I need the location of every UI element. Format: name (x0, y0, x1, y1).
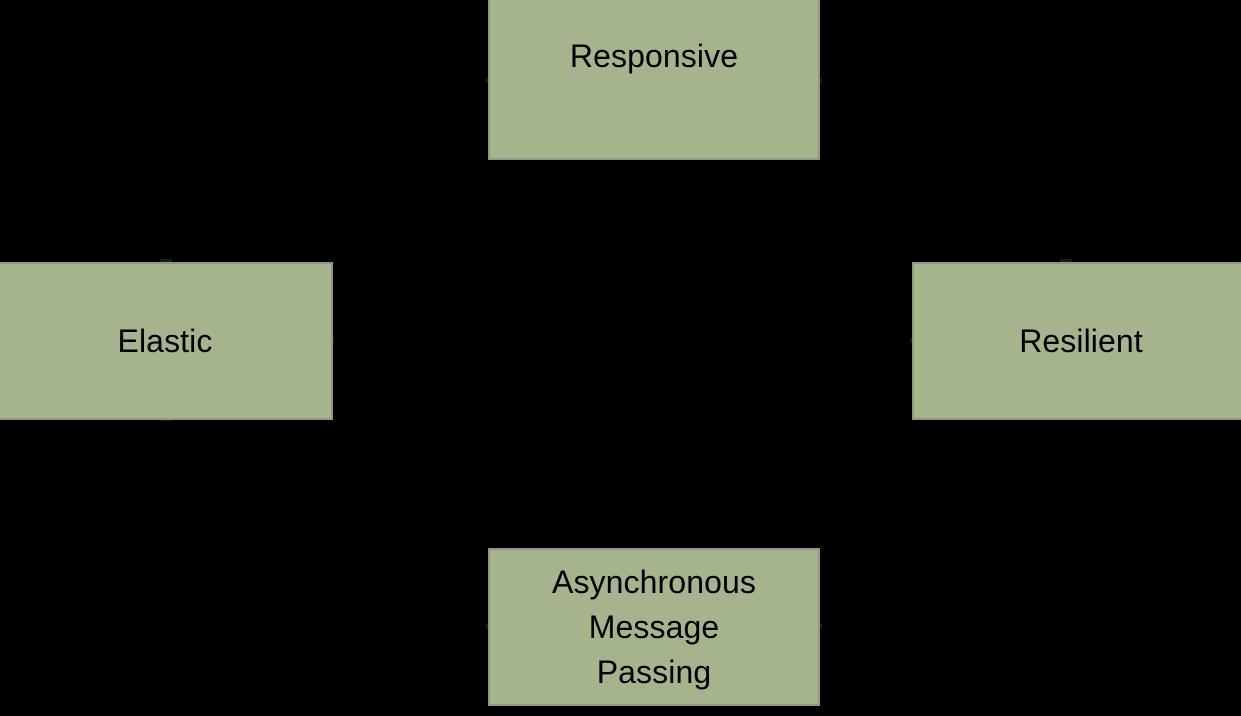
node-asynchronous-message-passing-label: Asynchronous Message Passing (552, 563, 756, 690)
connector-async-resilient (820, 626, 912, 628)
node-elastic[interactable]: Elastic (0, 262, 333, 420)
connector-elastic-responsive (332, 80, 488, 82)
connector-resilient-responsive (820, 80, 912, 82)
connector-resilient-responsive-vert (910, 80, 912, 341)
stub-elastic-top (160, 259, 172, 263)
node-responsive[interactable]: Responsive (488, 0, 820, 160)
stub-responsive-right (818, 78, 822, 83)
node-elastic-label: Elastic (117, 322, 213, 359)
node-resilient-label: Resilient (1019, 322, 1143, 359)
connector-async-elastic (332, 626, 488, 628)
node-responsive-label: Responsive (569, 38, 739, 74)
node-resilient[interactable]: Resilient (912, 262, 1241, 420)
connector-async-resilient-vert (910, 340, 912, 628)
stub-async-right (818, 624, 822, 629)
connector-elastic-responsive-vert (332, 80, 334, 341)
stub-resilient-top (1060, 259, 1072, 263)
node-asynchronous-message-passing[interactable]: Asynchronous Message Passing (488, 548, 820, 706)
connector-async-elastic-vert (332, 340, 334, 628)
